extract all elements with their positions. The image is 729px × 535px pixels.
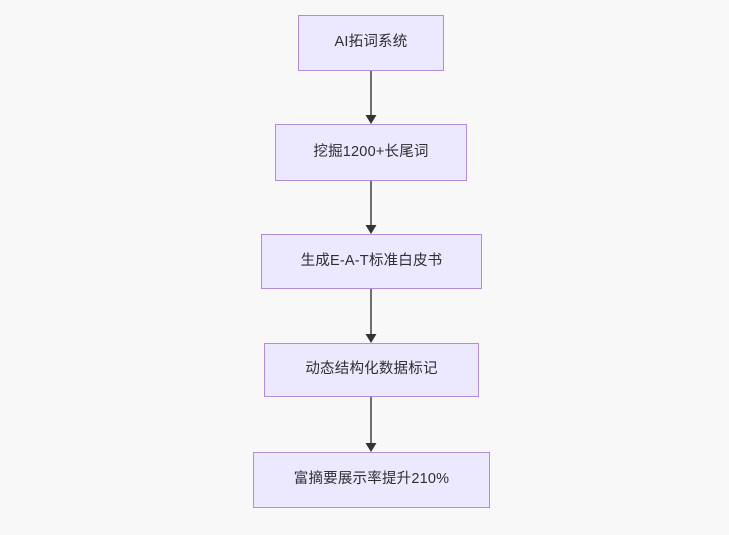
flow-node-n5[interactable]: 富摘要展示率提升210% <box>253 452 490 508</box>
flow-node-label: 挖掘1200+长尾词 <box>313 143 429 160</box>
arrowhead-icon <box>365 334 377 343</box>
flow-node-n1[interactable]: AI拓词系统 <box>298 15 444 71</box>
edge-n3-to-n4 <box>365 289 377 343</box>
flow-node-label: 生成E-A-T标准白皮书 <box>300 252 443 269</box>
flow-node-n3[interactable]: 生成E-A-T标准白皮书 <box>261 234 482 289</box>
arrowhead-icon <box>365 225 377 234</box>
flow-node-label: 富摘要展示率提升210% <box>293 471 450 488</box>
flow-node-label: 动态结构化数据标记 <box>305 361 438 378</box>
flow-node-n4[interactable]: 动态结构化数据标记 <box>264 343 479 397</box>
edge-n1-to-n2 <box>365 71 377 124</box>
flow-node-label: AI拓词系统 <box>334 34 408 51</box>
flow-node-n2[interactable]: 挖掘1200+长尾词 <box>275 124 467 181</box>
arrowhead-icon <box>365 443 377 452</box>
arrowhead-icon <box>365 115 377 124</box>
edge-n2-to-n3 <box>365 181 377 234</box>
edge-n4-to-n5 <box>365 397 377 452</box>
